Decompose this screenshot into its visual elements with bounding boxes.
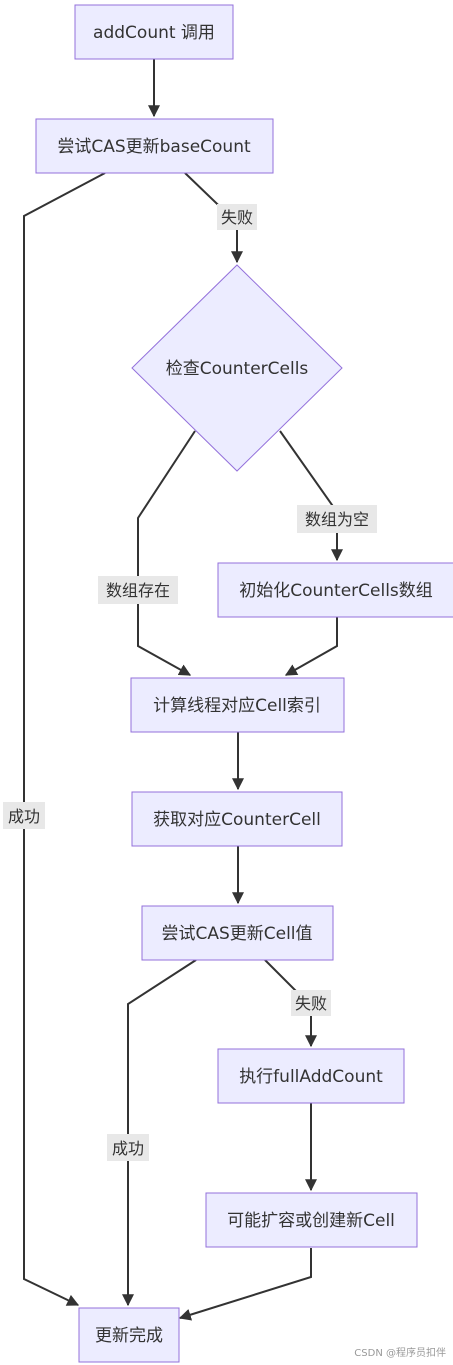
node-expand-or-create-text: 可能扩容或创建新Cell	[227, 1211, 395, 1231]
node-check-countercells: 检查CounterCells	[131, 264, 343, 472]
node-update-done-text: 更新完成	[95, 1326, 163, 1346]
edge-label-success-2-text: 成功	[112, 1139, 144, 1158]
edge-label-fail-1-text: 失败	[221, 208, 253, 227]
edge-check-exists-to-index	[137, 430, 196, 676]
edge-label-array-exists: 数组存在	[98, 576, 178, 604]
node-get-countercell: 获取对应CounterCell	[131, 791, 343, 847]
node-expand-or-create: 可能扩容或创建新Cell	[205, 1192, 418, 1248]
node-try-cas-basecount: 尝试CAS更新baseCount	[35, 118, 274, 174]
node-addcount-call: addCount 调用	[74, 4, 234, 60]
edge-label-fail-2-text: 失败	[295, 994, 327, 1013]
node-try-cas-cell-text: 尝试CAS更新Cell值	[161, 924, 312, 944]
edge-label-success-2: 成功	[107, 1134, 149, 1161]
watermark: CSDN @程序员扣伴	[354, 1346, 446, 1359]
node-addcount-call-text: addCount 调用	[93, 23, 215, 43]
edge-init-to-index	[284, 617, 338, 676]
node-get-countercell-text: 获取对应CounterCell	[153, 810, 321, 830]
edge-label-fail-2: 失败	[291, 990, 331, 1016]
node-init-countercells: 初始化CounterCells数组	[217, 562, 453, 618]
node-init-countercells-text: 初始化CounterCells数组	[239, 581, 433, 601]
node-update-done: 更新完成	[78, 1307, 180, 1363]
edge-check-empty-to-init	[279, 430, 343, 562]
edge-label-array-exists-text: 数组存在	[106, 581, 170, 600]
node-compute-index: 计算线程对应Cell索引	[130, 677, 345, 733]
edge-label-success-1: 成功	[3, 802, 45, 829]
node-check-countercells-text: 检查CounterCells	[166, 359, 309, 379]
edge-label-success-1-text: 成功	[8, 807, 40, 826]
edge-expand-to-done	[178, 1248, 312, 1321]
edge-label-array-empty-text: 数组为空	[305, 510, 369, 529]
edge-cas-success-to-done	[23, 172, 106, 1306]
node-try-cas-cell: 尝试CAS更新Cell值	[141, 905, 334, 961]
edge-label-fail-1: 失败	[217, 204, 257, 230]
node-full-add-count-text: 执行fullAddCount	[239, 1067, 383, 1087]
node-try-cas-basecount-text: 尝试CAS更新baseCount	[57, 137, 251, 157]
edge-label-array-empty: 数组为空	[297, 505, 377, 533]
node-full-add-count: 执行fullAddCount	[217, 1048, 405, 1104]
node-compute-index-text: 计算线程对应Cell索引	[153, 696, 321, 716]
edge-cascell-success-to-done	[122, 959, 197, 1307]
